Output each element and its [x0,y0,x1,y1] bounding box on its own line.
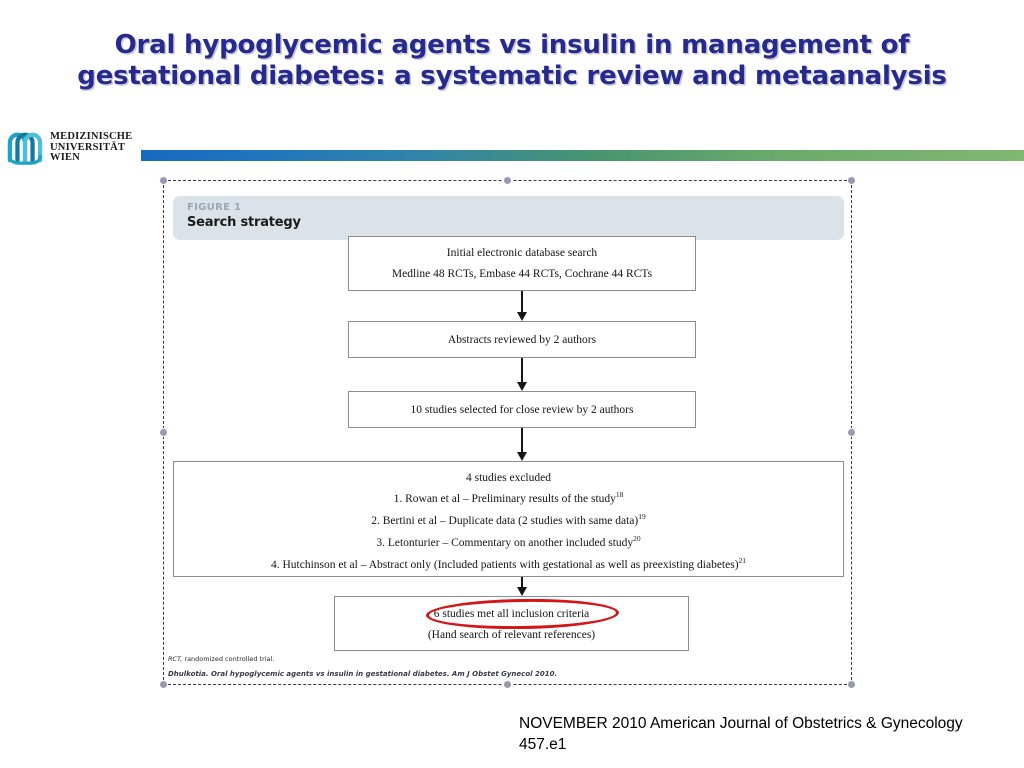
flow-node-abstracts-reviewed: Abstracts reviewed by 2 authors [348,321,696,358]
flow-node-initial-search: Initial electronic database search Medli… [348,236,696,291]
flow-node-studies-excluded-heading: 4 studies excluded [466,472,551,484]
logo-line-2: UNIVERSITÄT [50,141,126,153]
flow-node-studies-included: 6 studies met all inclusion criteria (Ha… [334,596,689,651]
excluded-item-3: 3. Letonturier – Commentary on another i… [174,532,843,554]
flow-node-initial-search-line-2: Medline 48 RCTs, Embase 44 RCTs, Cochran… [391,268,653,280]
muw-logo-icon [6,131,44,165]
figure-number-label: FIGURE 1 [187,202,242,213]
flow-node-studies-included-line-2: (Hand search of relevant references) [427,629,596,641]
excluded-item-3-ref: 20 [633,534,641,544]
flow-arrow-2 [517,358,527,391]
flow-arrow-1 [517,291,527,321]
header-gradient-rule [141,150,1024,161]
flow-node-abstracts-reviewed-line-1: Abstracts reviewed by 2 authors [447,334,597,346]
flow-arrow-3 [517,428,527,461]
journal-caption: NOVEMBER 2010 American Journal of Obstet… [519,715,963,753]
flow-node-studies-included-line-1: 6 studies met all inclusion criteria [433,608,590,620]
excluded-item-1-ref: 18 [615,490,624,500]
excluded-item-4-text: 4. Hutchinson et al – Abstract only (Inc… [270,559,739,571]
excluded-item-4-ref: 21 [738,556,747,566]
excluded-item-3-text: 3. Letonturier – Commentary on another i… [376,537,634,549]
flow-node-studies-excluded: 4 studies excluded 1. Rowan et al – Prel… [173,461,844,577]
flow-node-initial-search-line-1: Initial electronic database search [446,247,598,259]
excluded-item-4: 4. Hutchinson et al – Abstract only (Inc… [174,554,843,576]
resize-handle-middle-right[interactable] [848,428,855,436]
page-title-line-1: Oral hypoglycemic agents vs insulin in m… [114,30,910,60]
resize-handle-top-left[interactable] [160,177,167,184]
flow-arrow-4 [517,577,527,596]
logo-line-3: WIEN [50,152,80,164]
excluded-item-2: 2. Bertini et al – Duplicate data (2 stu… [174,510,843,532]
resize-handle-bottom-center[interactable] [503,681,511,688]
resize-handle-top-right[interactable] [848,177,855,184]
figure-selection-frame[interactable]: FIGURE 1 Search strategy Initial electro… [160,177,855,688]
flow-node-studies-selected-line-1: 10 studies selected for close review by … [410,404,634,416]
resize-handle-top-center[interactable] [503,177,511,184]
university-logo: MEDIZINISCHE UNIVERSITÄT WIEN [6,131,132,165]
excluded-item-2-text: 2. Bertini et al – Duplicate data (2 stu… [371,515,639,527]
excluded-item-1: 1. Rowan et al – Preliminary results of … [174,488,843,510]
figure-title: Search strategy [187,215,301,230]
page-title-line-2: gestational diabetes: a systematic revie… [77,61,947,91]
excluded-item-1-text: 1. Rowan et al – Preliminary results of … [393,493,616,505]
university-logo-text: MEDIZINISCHE UNIVERSITÄT WIEN [50,131,133,164]
logo-line-1: MEDIZINISCHE [50,131,133,142]
footnote-abbreviation: RCT, randomized controlled trial. [168,655,274,663]
resize-handle-bottom-right[interactable] [848,681,855,688]
excluded-item-2-ref: 19 [638,512,646,522]
footnote-citation: Dhulkotia. Oral hypoglycemic agents vs i… [168,670,558,678]
flow-node-studies-selected: 10 studies selected for close review by … [348,391,696,428]
resize-handle-middle-left[interactable] [160,428,167,436]
resize-handle-bottom-left[interactable] [160,681,167,688]
footnote-abbreviation-term: RCT, [168,655,183,663]
figure-banner: FIGURE 1 Search strategy [173,196,844,240]
footnote-abbreviation-definition: randomized controlled trial. [182,655,275,663]
page-title: Oral hypoglycemic agents vs insulin in m… [60,30,964,92]
search-strategy-flowchart: Initial electronic database search Medli… [164,181,853,686]
